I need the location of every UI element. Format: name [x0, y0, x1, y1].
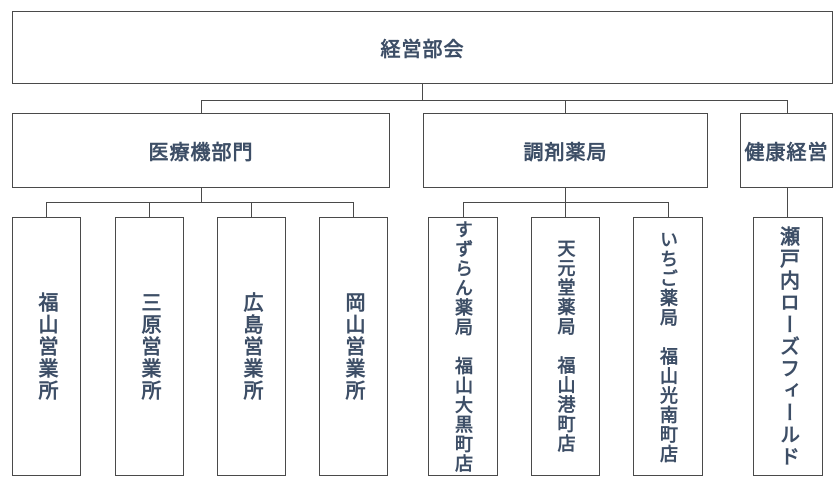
org-box-hiroshima-office: 広島営業所: [217, 217, 286, 476]
connector-root-drop: [422, 84, 423, 101]
connector-health-down: [787, 188, 788, 217]
org-box-root-label: 経営部会: [380, 39, 465, 61]
org-box-mihara-office-label: 三原営業所: [138, 291, 160, 402]
connector-stub-mihara: [149, 202, 150, 217]
org-box-tengendo-pharmacy: 天元堂薬局 福山港町店: [531, 217, 600, 476]
org-box-fukuyama-office: 福山営業所: [12, 217, 81, 476]
connector-stub-fukuyama: [46, 202, 47, 217]
connector-branch-medical: [46, 202, 354, 203]
org-box-hiroshima-office-label: 広島営業所: [240, 291, 262, 402]
connector-stub-ichigo: [668, 202, 669, 217]
org-box-division-pharmacy: 調剤薬局: [423, 113, 708, 188]
connector-stub-suzuran: [463, 202, 464, 217]
connector-drop-division-health: [787, 100, 788, 113]
connector-branch-pharmacy: [463, 202, 669, 203]
org-box-tengendo-pharmacy-label: 天元堂薬局 福山港町店: [555, 239, 576, 454]
connector-medical-down: [201, 188, 202, 203]
org-box-division-pharmacy-label: 調剤薬局: [523, 142, 608, 164]
org-box-division-medical-label: 医療機部門: [148, 142, 254, 164]
org-box-mihara-office: 三原営業所: [115, 217, 184, 476]
org-box-division-health: 健康経営: [740, 113, 833, 188]
connector-stub-okayama: [353, 202, 354, 217]
org-box-root: 経営部会: [12, 11, 833, 84]
org-box-ichigo-pharmacy: いちご薬局 福山光南町店: [633, 217, 703, 476]
org-box-suzuran-pharmacy-label: すずらん薬局 福山大黒町店: [453, 219, 473, 474]
connector-drop-division-pharmacy: [565, 100, 566, 113]
org-box-okayama-office: 岡山営業所: [319, 217, 388, 476]
org-box-okayama-office-label: 岡山営業所: [342, 291, 364, 402]
org-box-setouchi-rose-field-label: 瀬戸内ローズフィールド: [776, 225, 799, 468]
org-box-division-medical: 医療機部門: [12, 113, 390, 188]
org-box-ichigo-pharmacy-label: いちご薬局 福山光南町店: [658, 229, 678, 464]
org-box-setouchi-rose-field: 瀬戸内ローズフィールド: [753, 217, 823, 476]
org-box-suzuran-pharmacy: すずらん薬局 福山大黒町店: [428, 217, 498, 476]
connector-branch-level2: [201, 100, 788, 101]
org-box-division-health-label: 健康経営: [744, 142, 829, 164]
org-box-fukuyama-office-label: 福山営業所: [35, 291, 57, 402]
connector-drop-division-medical: [201, 100, 202, 113]
connector-stub-hiroshima: [251, 202, 252, 217]
